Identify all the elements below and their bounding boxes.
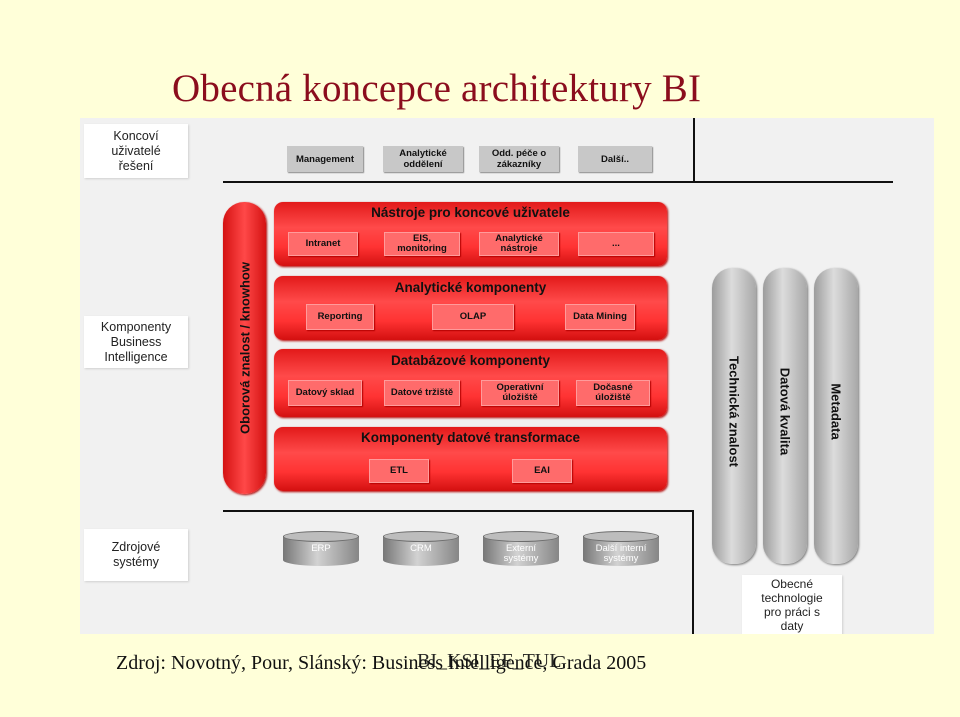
source-db-internal-other: Další interní systémy [583, 531, 659, 570]
source-systems-label: Zdrojové systémy [84, 529, 188, 581]
data-quality-label: Datová kvalita [777, 367, 793, 456]
data-transformation-panel: Komponenty datové transformace ETL EAI [274, 427, 667, 491]
analytic-reporting: Reporting [306, 304, 374, 330]
metadata-label: Metadata [828, 383, 844, 440]
top-divider-line [223, 181, 893, 183]
bottom-divider-line [223, 510, 693, 512]
pillar-metadata: Metadata [814, 268, 858, 564]
user-group-analytics: Analytické oddělení [383, 146, 463, 172]
tool-intranet: Intranet [288, 232, 358, 256]
end-user-tools-title: Nástroje pro koncové uživatele [371, 205, 570, 220]
user-group-other: Další.. [578, 146, 652, 172]
user-group-management: Management [287, 146, 363, 172]
course-watermark: BI_KSI_EF_TUL [417, 650, 562, 672]
analytic-components-title: Analytické komponenty [394, 280, 547, 295]
general-technologies-label: Obecné technologie pro práci s daty [742, 575, 842, 634]
analytic-data-mining: Data Mining [565, 304, 635, 330]
source-db-internal-other-label: Další interní systémy [595, 543, 647, 564]
source-db-crm: CRM [383, 531, 459, 570]
bottom-vertical-line [692, 510, 694, 634]
domain-knowledge-label: Oborová znalost / knowhow [237, 262, 252, 434]
source-db-erp-label: ERP [311, 543, 331, 554]
tool-analytic-tools: Analytické nástroje [479, 232, 559, 256]
analytic-olap: OLAP [432, 304, 514, 330]
source-db-crm-label: CRM [410, 543, 432, 554]
source-db-erp: ERP [283, 531, 359, 570]
db-temporary-storage: Dočasné úložiště [576, 380, 650, 406]
domain-knowledge-pillar: Oborová znalost / knowhow [223, 202, 266, 494]
db-data-mart: Datové tržiště [384, 380, 460, 406]
technical-knowledge-label: Technická znalost [726, 355, 742, 468]
bi-components-label: Komponenty Business Intelligence [84, 316, 188, 368]
database-components-title: Databázové komponenty [390, 353, 551, 368]
pillar-technical-knowledge: Technická znalost [712, 268, 756, 564]
source-db-external: Externí systémy [483, 531, 559, 570]
tool-more: ... [578, 232, 654, 256]
end-user-label: Koncoví uživatelé řešení [84, 124, 188, 178]
database-components-panel: Databázové komponenty Datový sklad Datov… [274, 349, 667, 417]
db-data-warehouse: Datový sklad [288, 380, 362, 406]
end-user-tools-panel: Nástroje pro koncové uživatele Intranet … [274, 202, 667, 266]
pillar-data-quality: Datová kvalita [763, 268, 807, 564]
slide-title: Obecná koncepce architektury BI [172, 67, 702, 110]
source-db-external-label: Externí systémy [503, 543, 539, 564]
bi-architecture-diagram: Koncoví uživatelé řešení Komponenty Busi… [80, 118, 934, 634]
data-transformation-title: Komponenty datové transformace [360, 430, 581, 445]
tool-eis-monitoring: EIS, monitoring [384, 232, 460, 256]
transform-eai: EAI [512, 459, 572, 483]
source-citation: Zdroj: Novotný, Pour, Slánský: Business … [116, 652, 647, 674]
db-operative-storage: Operativní úložiště [481, 380, 559, 406]
analytic-components-panel: Analytické komponenty Reporting OLAP Dat… [274, 276, 667, 340]
transform-etl: ETL [369, 459, 429, 483]
top-vertical-line [693, 118, 695, 183]
user-group-customer-care: Odd. péče o zákazníky [479, 146, 559, 172]
